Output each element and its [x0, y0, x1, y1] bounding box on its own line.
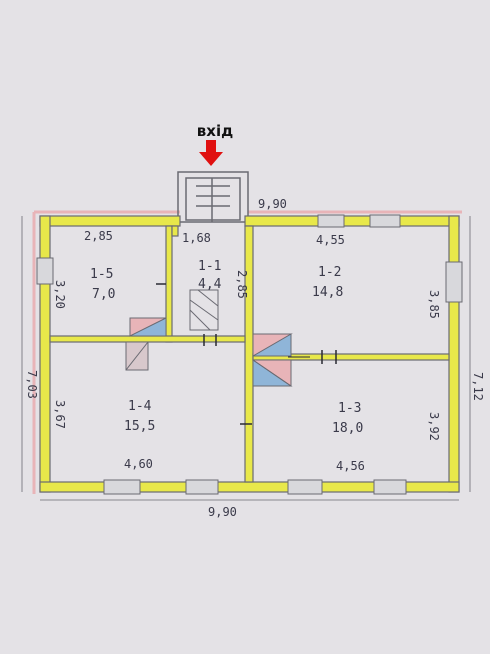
dimension-lines: [21, 216, 471, 501]
window-top-middle: [317, 214, 345, 228]
wall-top-right: [244, 215, 460, 227]
partition-tints: [125, 317, 293, 387]
outer-trim: [32, 210, 462, 494]
dim-room4-width: 4,56: [336, 459, 365, 473]
entrance-label: вхід: [196, 122, 234, 140]
walls: [39, 215, 460, 493]
room-labels: 1-5 7,0 1-1 4,4 1-2 14,8 1-4 15,5 1-3 18…: [90, 259, 363, 436]
dim-room5-depth: 3,67: [53, 400, 67, 429]
room-label: 1-3: [338, 401, 361, 416]
room-label: 1-1: [198, 259, 221, 274]
window-right-upper: [445, 261, 463, 303]
room-label: 1-5: [90, 267, 113, 282]
room-label: 1-2: [318, 265, 341, 280]
dim-hall-depth: 2,85: [235, 270, 249, 299]
room-area: 15,5: [124, 419, 155, 434]
dim-overall-bottom: 9,90: [208, 505, 237, 519]
wall-right-horizontal: [252, 353, 450, 361]
wall-right: [448, 215, 460, 493]
room-area: 7,0: [92, 287, 115, 302]
dim-right-outer: 7,12: [471, 372, 485, 401]
dim-room1-width: 2,85: [84, 229, 113, 243]
room-area: 14,8: [312, 285, 343, 300]
dim-room5-width: 4,60: [124, 457, 153, 471]
window-bottom-4: [373, 479, 407, 495]
wall-left: [39, 215, 51, 493]
dim-overall-left: 7,03: [25, 370, 39, 399]
window-bottom-1: [103, 479, 141, 495]
window-bottom-2: [185, 479, 219, 495]
windows: [36, 214, 463, 495]
room-area: 18,0: [332, 421, 363, 436]
entrance-porch: [177, 171, 249, 223]
window-bottom-3: [287, 479, 323, 495]
dim-room4-depth: 3,92: [427, 412, 441, 441]
window-top-right: [369, 214, 401, 228]
wall-hall-left: [165, 225, 173, 343]
window-left-upper: [36, 257, 54, 285]
room-label: 1-4: [128, 399, 152, 414]
stove: [189, 289, 219, 331]
wall-top-left: [39, 215, 181, 227]
wall-hall-top: [171, 225, 179, 237]
dim-room1-depth: 3,20: [53, 280, 67, 309]
dim-overall-top: 9,90: [258, 197, 287, 211]
dim-hall-width: 1,68: [182, 231, 211, 245]
dim-room3-depth: 3,85: [427, 290, 441, 319]
entrance-arrow-icon: [199, 140, 223, 166]
room-area: 4,4: [198, 277, 222, 292]
dimension-labels: 9,90 2,85 1,68 4,55 4,60 4,56 9,90 7,03 …: [25, 197, 485, 519]
doors: [156, 283, 337, 425]
wall-main-vertical: [244, 225, 254, 483]
dim-room3-width: 4,55: [316, 233, 345, 247]
